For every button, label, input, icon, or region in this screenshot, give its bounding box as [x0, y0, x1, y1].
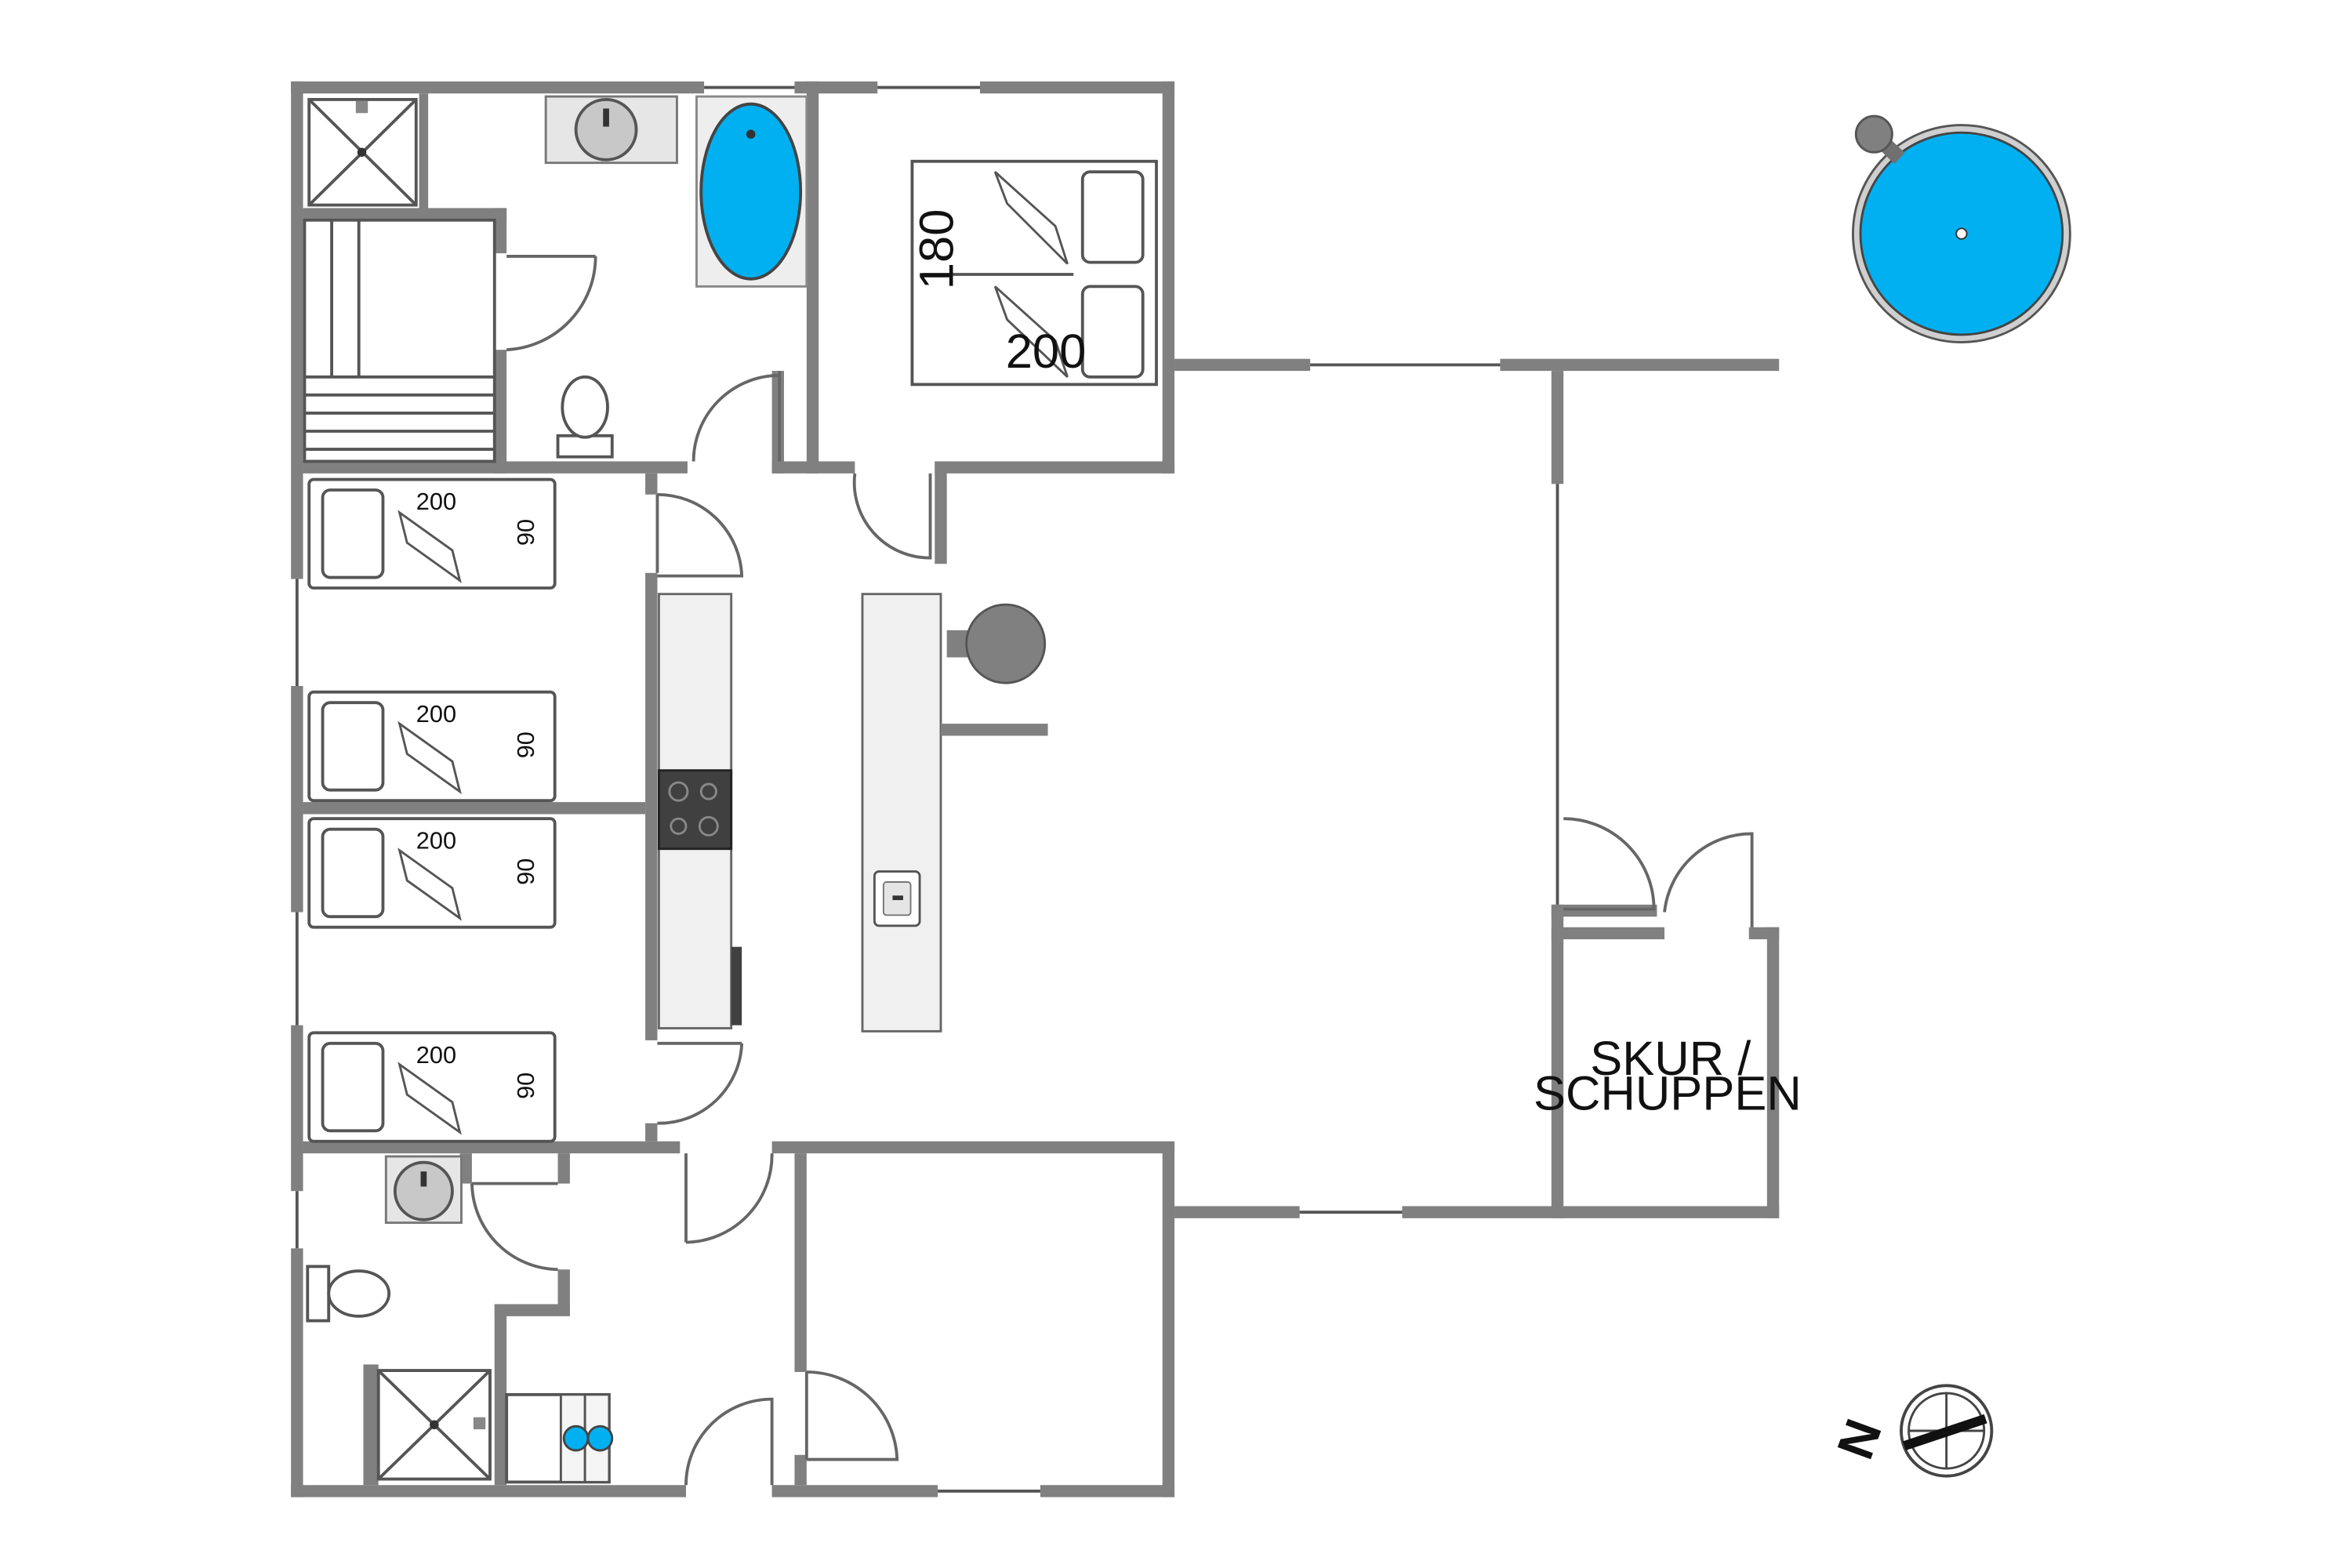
double-bed-length: 200 [1006, 325, 1087, 379]
windows [295, 85, 1559, 1493]
double-bed-width: 180 [909, 209, 964, 290]
single-bed-3: 200 90 [307, 817, 557, 929]
sauna-bench-icon [303, 218, 496, 463]
door-swing-icon [852, 473, 932, 560]
door-swing-icon [684, 1397, 774, 1486]
compass-icon: N [1826, 1384, 1994, 1478]
walls [291, 81, 1780, 1497]
stove-icon [657, 769, 733, 851]
doors [470, 255, 1754, 1486]
door-swing-icon [655, 492, 744, 578]
single-bed-2: 200 90 [307, 690, 557, 803]
sink-icon [384, 1155, 463, 1225]
door-swing-icon [684, 1153, 774, 1244]
single-bed-2-width: 90 [512, 731, 539, 758]
door-swing-icon [657, 1041, 744, 1125]
single-bed-2-length: 200 [416, 700, 456, 728]
single-bed-1: 200 90 [307, 477, 557, 590]
single-bed-1-width: 90 [512, 519, 539, 546]
single-bed-4-length: 200 [416, 1041, 456, 1069]
single-bed-1-length: 200 [416, 488, 456, 515]
hot-tub-icon [1852, 114, 2071, 343]
washing-machine-icon [505, 1392, 614, 1484]
door-swing-icon [506, 255, 597, 352]
single-bed-3-width: 90 [512, 858, 539, 885]
bathtub-icon [695, 95, 808, 288]
door-swing-icon [1663, 832, 1754, 927]
fireplace-icon [941, 603, 1048, 736]
kitchen-island [861, 593, 942, 1033]
shed-label-line1: SKUR / [1590, 1032, 1751, 1086]
toilet-icon [306, 1265, 391, 1323]
shower-icon [363, 1364, 492, 1486]
compass-north-label: N [1826, 1412, 1893, 1466]
single-bed-4-width: 90 [512, 1073, 539, 1099]
sink-icon [873, 870, 921, 927]
door-swing-icon [691, 371, 782, 462]
shed-label-line2: SCHUPPEN [1534, 1066, 1802, 1120]
single-bed-3-length: 200 [416, 827, 456, 855]
oven-handle [731, 946, 742, 1025]
door-swing-icon [470, 1181, 558, 1272]
sink-icon [544, 95, 678, 165]
single-bed-4: 200 90 [307, 1031, 557, 1143]
double-bed: 180 200 [909, 159, 1158, 387]
shower-icon [307, 98, 418, 207]
door-swing-icon [1563, 817, 1656, 911]
door-swing-icon [804, 1370, 899, 1461]
toilet-icon [556, 375, 614, 459]
